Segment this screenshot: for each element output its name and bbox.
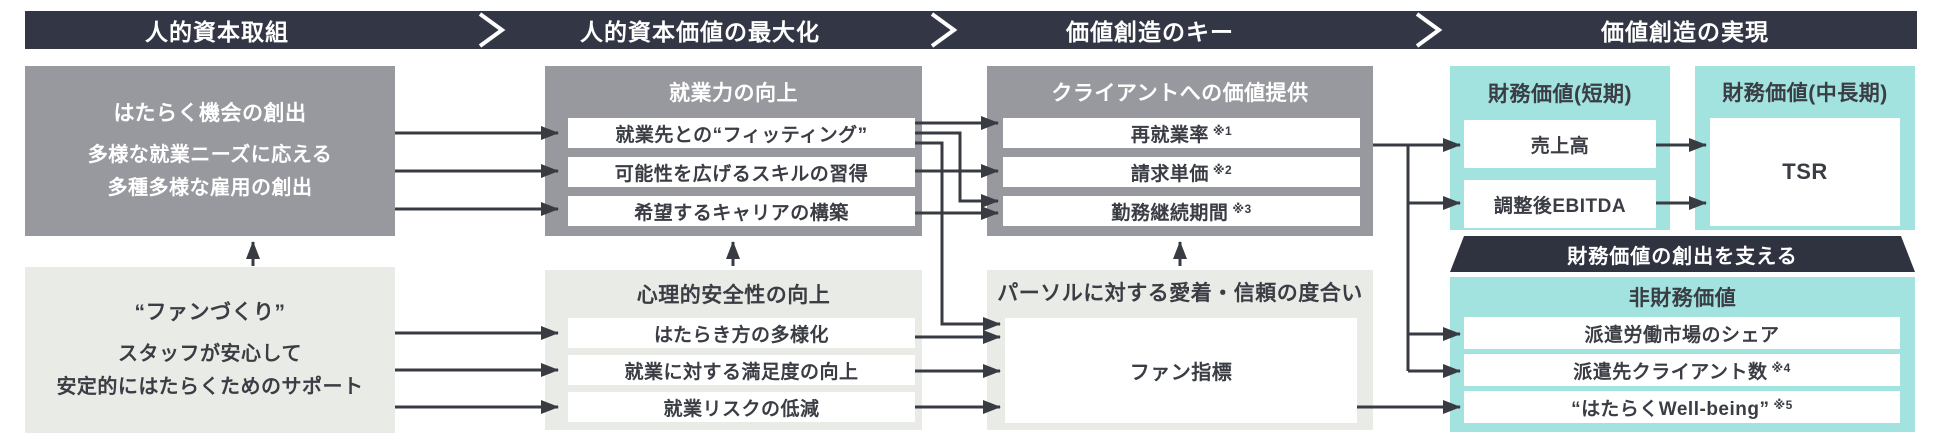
employability-row: 希望するキャリアの構築 <box>568 196 915 226</box>
header-segment-key-to-value-creation: 価値創造のキー <box>1066 19 1234 45</box>
financial-kpi-row: 売上高 <box>1464 120 1656 168</box>
header-segment-maximize-human-capital-value: 人的資本価値の最大化 <box>580 19 820 45</box>
text-diverse-employment-creation: 多種多様な雇用の創出 <box>107 177 313 199</box>
text-staff-reassurance: スタッフが安心して <box>118 343 302 365</box>
box-work-opportunity-creation: はたらく機会の創出 多様な就業ニーズに応える 多種多様な雇用の創出 <box>25 66 395 236</box>
non-financial-kpi-row: 派遣労働市場のシェア <box>1464 317 1900 349</box>
employability-row: 就業先との“フィッティング” <box>568 118 915 148</box>
box-title-employability: 就業力の向上 <box>669 82 798 105</box>
psychological-safety-row: はたらき方の多様化 <box>568 318 915 348</box>
client-kpi-row: 請求単価※2 <box>1003 157 1360 187</box>
box-title-fan-creation: “ファンづくり” <box>134 301 286 324</box>
box-title-financial-short: 財務価値(短期) <box>1488 83 1632 106</box>
footnote-marker: ※4 <box>1771 361 1791 375</box>
text-stable-work-support: 安定的にはたらくためのサポート <box>56 376 364 398</box>
header-segment-human-capital-initiatives: 人的資本取組 <box>145 19 289 45</box>
client-kpi-row: 再就業率※1 <box>1003 118 1360 148</box>
header-segment-realization-of-value-creation: 価値創造の実現 <box>1601 19 1769 45</box>
arrow-fitting-to-tenure <box>915 131 999 208</box>
process-header-bar <box>25 11 1917 49</box>
box-title-client-value: クライアントへの価値提供 <box>1051 82 1309 105</box>
box-title-attachment-trust: パーソルに対する愛着・信頼の度合い <box>997 282 1363 305</box>
psychological-safety-row: 就業に対する満足度の向上 <box>568 355 915 385</box>
employability-row: 可能性を広げるスキルの習得 <box>568 157 915 187</box>
psychological-safety-row: 就業リスクの低減 <box>568 392 915 422</box>
box-title-non-financial: 非財務価値 <box>1628 287 1737 310</box>
box-title-financial-mid-long: 財務価値(中長期) <box>1722 82 1888 105</box>
box-fan-index: ファン指標 <box>1005 318 1357 423</box>
financial-kpi-row: 調整後EBITDA <box>1464 180 1656 228</box>
footnote-marker: ※3 <box>1232 202 1252 216</box>
box-financial-value-short-term: 財務価値(短期) 売上高調整後EBITDA <box>1450 66 1670 230</box>
non-financial-kpi-row: “はたらくWell-being”※5 <box>1464 391 1900 423</box>
banner-supports-financial-value-creation: 財務価値の創出を支える <box>1450 236 1915 272</box>
non-financial-kpi-row: 派遣先クライアント数※4 <box>1464 354 1900 386</box>
box-financial-value-mid-long-term: 財務価値(中長期) TSR <box>1695 66 1915 230</box>
client-kpi-row: 勤務継続期間※3 <box>1003 196 1360 226</box>
box-title-psychological-safety: 心理的安全性の向上 <box>636 284 831 307</box>
box-title-work-opportunity: はたらく機会の創出 <box>113 102 307 125</box>
box-psychological-safety: 心理的安全性の向上 はたらき方の多様化就業に対する満足度の向上就業リスクの低減 <box>545 270 922 430</box>
box-tsr: TSR <box>1710 118 1900 226</box>
footnote-marker: ※1 <box>1212 124 1233 138</box>
footnote-marker: ※5 <box>1773 398 1793 412</box>
text-diverse-employment-needs: 多様な就業ニーズに応える <box>87 144 333 166</box>
box-attachment-trust: パーソルに対する愛着・信頼の度合い ファン指標 <box>987 270 1373 430</box>
box-employability-improvement: 就業力の向上 就業先との“フィッティング” 可能性を広げるスキルの習得希望するキャ… <box>545 66 922 236</box>
box-fan-creation: “ファンづくり” スタッフが安心して 安定的にはたらくためのサポート <box>25 267 395 433</box>
footnote-marker: ※2 <box>1212 163 1233 177</box>
box-non-financial-value: 非財務価値 派遣労働市場のシェア派遣先クライアント数※4 “はたらくWell-be… <box>1450 277 1915 432</box>
box-client-value-delivery: クライアントへの価値提供 再就業率※1 請求単価※2 勤務継続期間※3 <box>987 66 1373 236</box>
